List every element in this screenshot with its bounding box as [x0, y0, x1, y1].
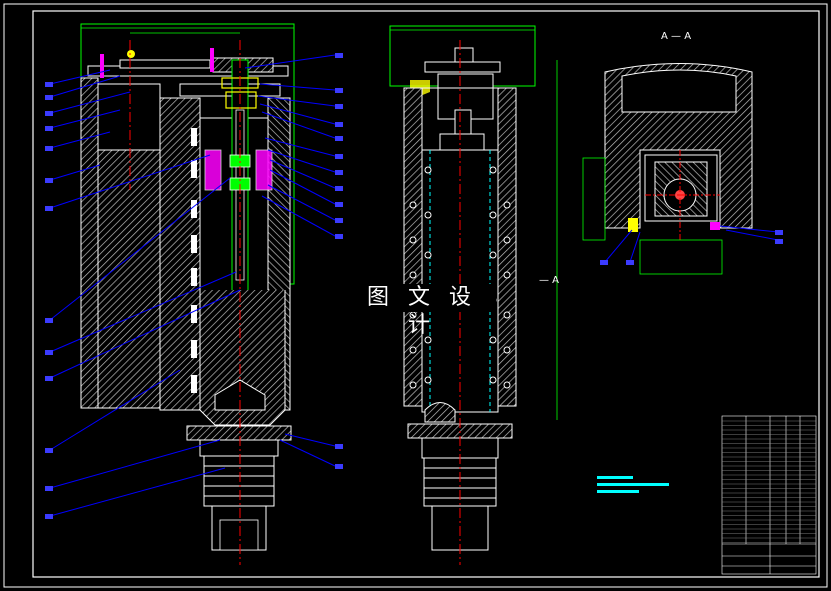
section-title: A — A	[661, 31, 692, 42]
outer-frame	[3, 3, 828, 588]
watermark-text: 图 文 设 计	[348, 284, 496, 338]
inner-frame	[32, 10, 820, 578]
section-marker: — A	[539, 275, 560, 286]
title-block	[721, 415, 817, 575]
technical-notes	[597, 476, 669, 493]
front-view	[45, 23, 343, 565]
side-view	[389, 25, 558, 565]
section-a-a	[582, 63, 783, 275]
parts-list-rows	[722, 420, 816, 543]
